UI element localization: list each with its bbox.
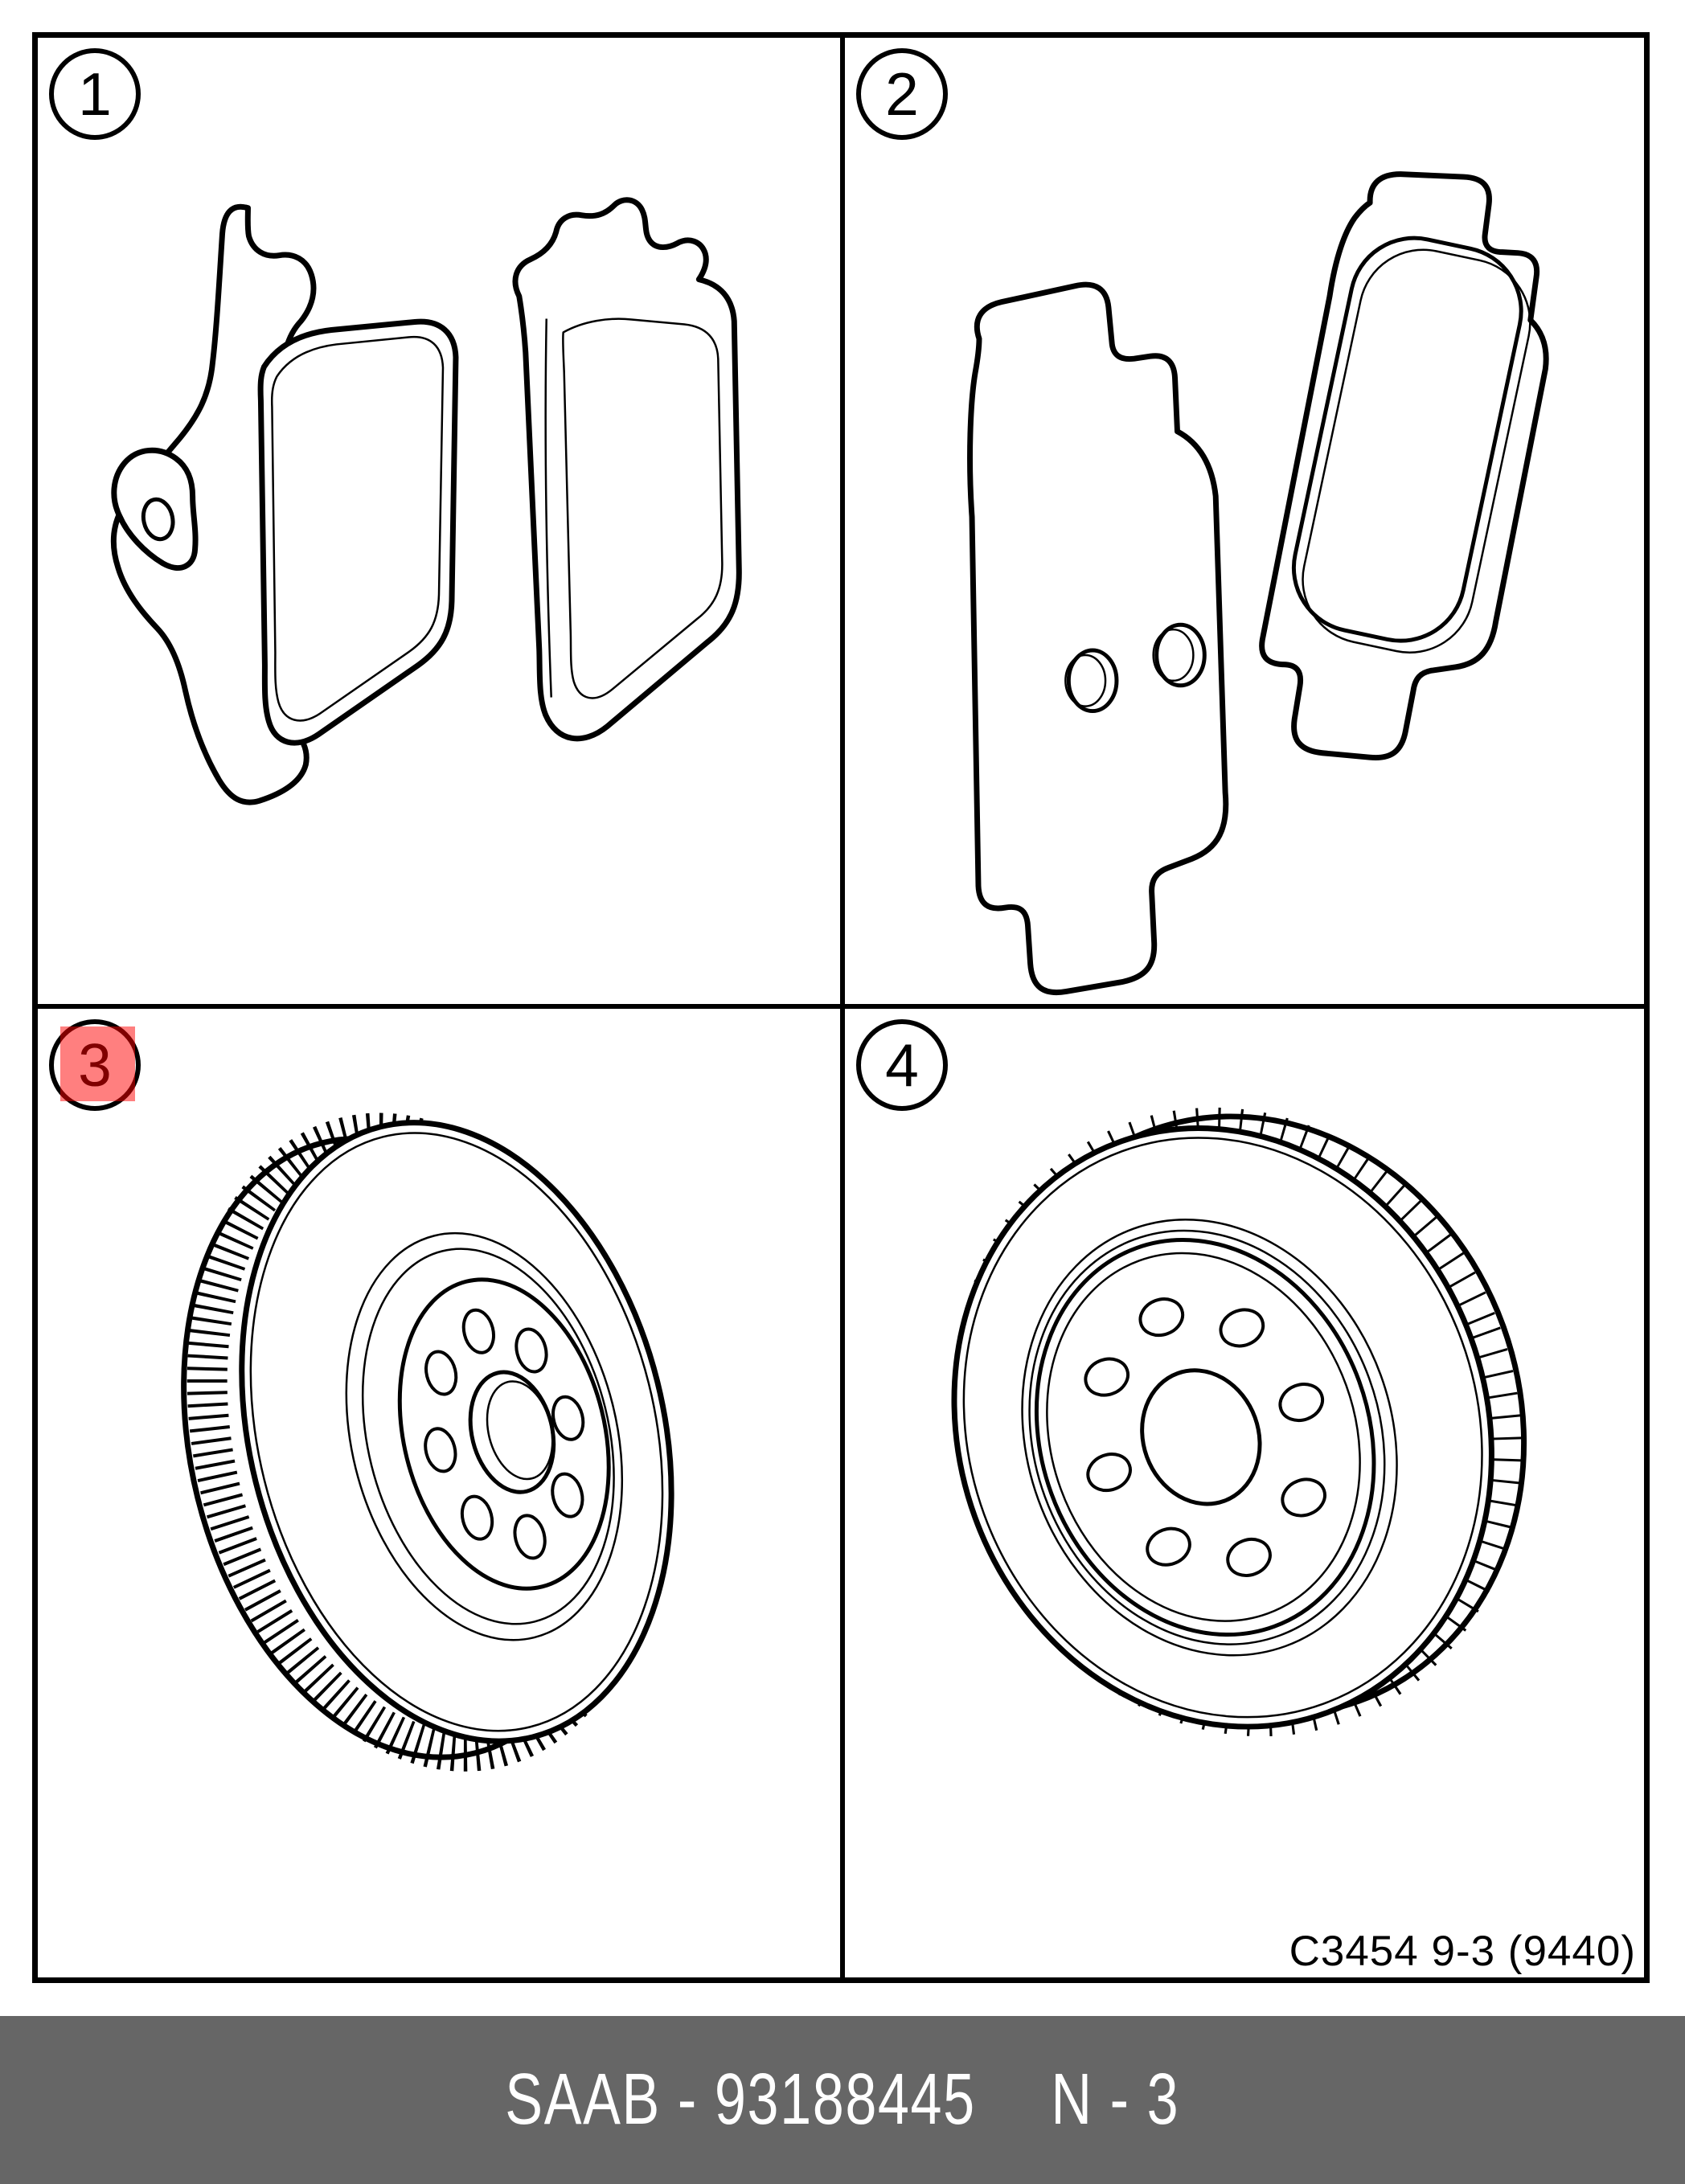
figure-code: C3454 9-3 (9440): [1289, 1928, 1636, 1975]
highlight-overlay: [60, 1026, 135, 1101]
front-brake-disc-drawing: [181, 1112, 674, 1772]
panel-2[interactable]: 2: [845, 38, 1644, 1009]
diagram-frame: 1 2: [32, 32, 1650, 1983]
footer-bar: SAAB - 93188445 N - 3: [0, 2016, 1685, 2184]
rear-brake-disc-drawing: [951, 1107, 1527, 1737]
panel-1[interactable]: 1: [38, 38, 845, 1009]
rear-brake-pads-drawing: [967, 171, 1549, 996]
item-badge-4[interactable]: 4: [856, 1019, 948, 1111]
item-badge-2[interactable]: 2: [856, 48, 948, 140]
footer-text: SAAB - 93188445 N - 3: [506, 2059, 1180, 2141]
panel-3[interactable]: 3: [38, 1009, 845, 1977]
panel-4[interactable]: 4 C3454 9-3 (9440): [845, 1009, 1644, 1977]
footer-part-number: SAAB - 93188445: [505, 2059, 976, 2140]
item-badge-1[interactable]: 1: [49, 48, 141, 140]
front-brake-pads-drawing: [110, 197, 742, 805]
footer-page-ref: N - 3: [1051, 2059, 1180, 2140]
